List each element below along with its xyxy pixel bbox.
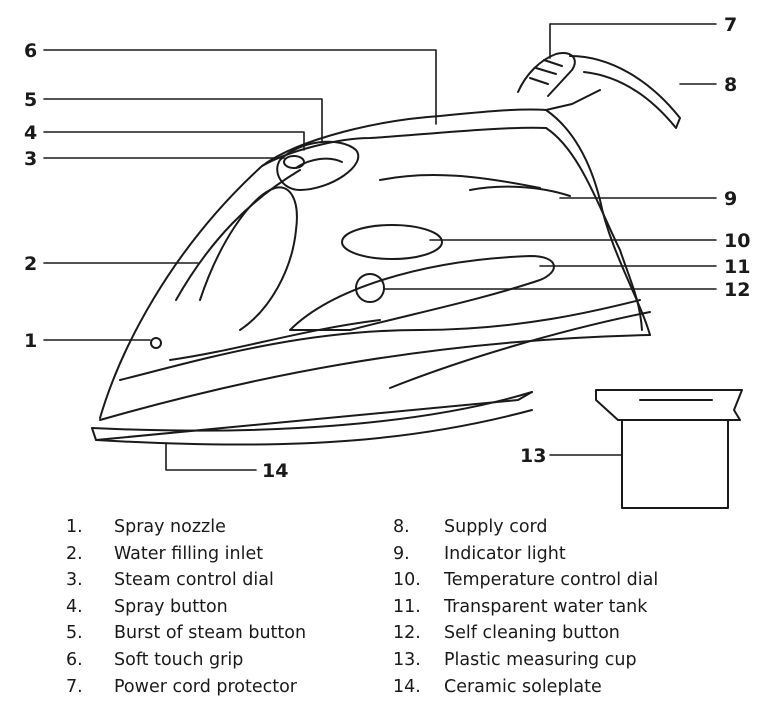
callout-6: 6 xyxy=(24,40,37,62)
legend-label: Self cleaning button xyxy=(444,623,620,644)
legend-label: Burst of steam button xyxy=(114,623,307,644)
measuring-cup-drawing xyxy=(595,389,743,509)
legend-label: Supply cord xyxy=(444,517,548,537)
callout-1: 1 xyxy=(24,330,37,352)
legend-label: Spray nozzle xyxy=(114,517,226,537)
callout-9: 9 xyxy=(724,188,737,210)
legend-label: Water filling inlet xyxy=(114,543,264,564)
legend-number: 5. xyxy=(66,623,83,644)
callout-12: 12 xyxy=(724,279,750,301)
legend-number: 9. xyxy=(393,543,410,564)
legend-number: 14. xyxy=(393,676,421,697)
legend-label: Transparent water tank xyxy=(444,596,648,617)
legend-number: 13. xyxy=(393,649,421,670)
legend-label: Temperature control dial xyxy=(444,570,659,591)
handle-drawing xyxy=(379,173,571,197)
water-tank-drawing xyxy=(199,186,555,331)
callout-10: 10 xyxy=(724,230,750,252)
callout-2: 2 xyxy=(24,253,37,275)
legend-item: 5. Burst of steam button xyxy=(66,620,306,647)
legend-item: 9. Indicator light xyxy=(393,541,658,568)
callout-3: 3 xyxy=(24,148,37,170)
legend-label: Ceramic soleplate xyxy=(444,676,602,697)
legend-number: 3. xyxy=(66,570,83,591)
legend-item: 11. Transparent water tank xyxy=(393,594,658,621)
legend-item: 14. Ceramic soleplate xyxy=(393,674,658,701)
legend-label: Spray button xyxy=(114,596,228,617)
legend-item: 3. Steam control dial xyxy=(66,567,306,594)
soleplate-drawing xyxy=(91,334,651,446)
callout-14: 14 xyxy=(262,460,288,482)
legend-item: 10. Temperature control dial xyxy=(393,567,658,594)
legend-number: 11. xyxy=(393,596,421,617)
legend-item: 6. Soft touch grip xyxy=(66,647,306,674)
legend-right: 8. Supply cord 9. Indicator light 10. Tempe… xyxy=(393,514,658,700)
legend-number: 6. xyxy=(66,649,83,670)
steam-iron-diagram: 1 2 3 4 5 6 7 8 9 10 11 12 13 14 xyxy=(24,14,750,509)
legend-label: Plastic measuring cup xyxy=(444,649,637,670)
legend-item: 13. Plastic measuring cup xyxy=(393,647,658,674)
legend-item: 8. Supply cord xyxy=(393,514,658,541)
callout-4: 4 xyxy=(24,122,37,144)
legend-number: 8. xyxy=(393,517,410,537)
legend-number: 7. xyxy=(66,676,83,697)
controls-drawing xyxy=(150,140,443,349)
legend-label: Steam control dial xyxy=(114,570,274,591)
legend-item: 12. Self cleaning button xyxy=(393,620,658,647)
legend-item: 1. Spray nozzle xyxy=(66,514,306,541)
cord-drawing xyxy=(517,52,681,129)
callout-7: 7 xyxy=(724,14,737,36)
legend-label: Soft touch grip xyxy=(114,649,244,670)
callout-5: 5 xyxy=(24,89,37,111)
iron-body-drawing xyxy=(99,89,651,419)
callout-13: 13 xyxy=(520,445,546,467)
legend-item: 2. Water filling inlet xyxy=(66,541,306,568)
legend-number: 12. xyxy=(393,623,421,644)
callout-11: 11 xyxy=(724,256,750,278)
legend-number: 1. xyxy=(66,517,83,537)
legend-label: Indicator light xyxy=(444,543,566,564)
legend-number: 2. xyxy=(66,543,83,564)
legend-item: 4. Spray button xyxy=(66,594,306,621)
legend-number: 4. xyxy=(66,596,83,617)
legend-number: 10. xyxy=(393,570,421,591)
legend-item: 7. Power cord protector xyxy=(66,674,306,701)
legend-left: 1. Spray nozzle 2. Water filling inlet 3. S… xyxy=(66,514,306,700)
callout-8: 8 xyxy=(724,74,737,96)
legend-label: Power cord protector xyxy=(114,676,297,697)
leader-lines xyxy=(43,23,717,471)
